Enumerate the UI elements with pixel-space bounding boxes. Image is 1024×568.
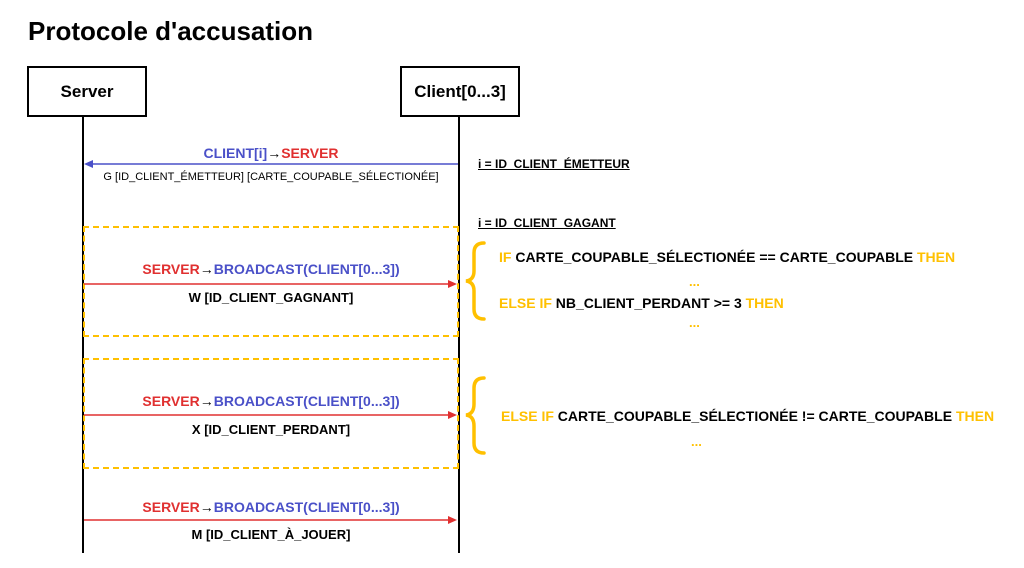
arrow-glyph: → xyxy=(199,393,214,409)
actor-server-box: Server xyxy=(27,66,147,117)
note-emitter: i = ID_CLIENT_ÉMETTEUR xyxy=(478,157,630,171)
message-sender: SERVER xyxy=(142,499,200,515)
message-payload-4: M [ID_CLIENT_À_JOUER] xyxy=(191,527,351,542)
message-label-4: SERVER→BROADCAST(CLIENT[0...3]) xyxy=(83,499,459,515)
message-receiver: BROADCAST(CLIENT[0...3]) xyxy=(213,499,400,515)
condition-2: ELSE IF NB_CLIENT_PERDANT >= 3 THEN xyxy=(499,295,784,311)
diagram-title: Protocole d'accusation xyxy=(28,16,314,46)
fragment-winner-check xyxy=(83,226,459,337)
message-sender: SERVER xyxy=(142,261,200,277)
brace-2 xyxy=(465,376,486,455)
condition-3: ELSE IF CARTE_COUPABLE_SÉLECTIONÉE != CA… xyxy=(501,408,994,424)
message-payload-3: X [ID_CLIENT_PERDANT] xyxy=(191,422,351,437)
message-label-3: SERVER→BROADCAST(CLIENT[0...3]) xyxy=(83,393,459,409)
ellipsis-2: ... xyxy=(689,315,700,330)
message-arrowhead-4 xyxy=(448,516,457,524)
actor-server-label: Server xyxy=(60,81,114,101)
message-label-1: CLIENT[i]→SERVER xyxy=(83,145,459,161)
arrow-glyph: → xyxy=(199,499,214,515)
message-receiver: BROADCAST(CLIENT[0...3]) xyxy=(213,261,400,277)
message-payload-2: W [ID_CLIENT_GAGNANT] xyxy=(188,290,354,305)
message-arrowhead-3 xyxy=(448,411,457,419)
message-payload-1: G [ID_CLIENT_ÉMETTEUR] [CARTE_COUPABLE_S… xyxy=(103,171,439,183)
fragment-loser-check xyxy=(83,358,459,469)
message-label-2: SERVER→BROADCAST(CLIENT[0...3]) xyxy=(83,261,459,277)
condition-text: CARTE_COUPABLE_SÉLECTIONÉE == CARTE_COUP… xyxy=(515,249,914,265)
brace-1 xyxy=(465,241,486,321)
condition-keyword: THEN xyxy=(745,295,784,311)
message-sender: SERVER xyxy=(142,393,200,409)
message-arrowhead-1 xyxy=(84,160,93,168)
ellipsis-1: ... xyxy=(689,274,700,289)
actor-client-box: Client[0...3] xyxy=(400,66,520,117)
message-sender: CLIENT[i] xyxy=(203,145,268,161)
note-winner: i = ID_CLIENT_GAGANT xyxy=(478,216,616,230)
message-receiver: SERVER xyxy=(281,145,339,161)
condition-keyword: ELSE IF xyxy=(501,408,554,424)
condition-text: NB_CLIENT_PERDANT >= 3 xyxy=(555,295,742,311)
condition-keyword: THEN xyxy=(955,408,995,424)
condition-text: CARTE_COUPABLE_SÉLECTIONÉE != CARTE_COUP… xyxy=(557,408,953,424)
ellipsis-3: ... xyxy=(691,434,702,449)
arrow-glyph: → xyxy=(199,261,214,277)
actor-client-label: Client[0...3] xyxy=(414,81,506,101)
message-arrowhead-2 xyxy=(448,280,457,288)
condition-keyword: THEN xyxy=(917,249,956,265)
condition-keyword: ELSE IF xyxy=(499,295,552,311)
lifeline-client xyxy=(458,117,460,553)
message-receiver: BROADCAST(CLIENT[0...3]) xyxy=(213,393,400,409)
arrow-glyph: → xyxy=(267,145,282,161)
condition-1: IF CARTE_COUPABLE_SÉLECTIONÉE == CARTE_C… xyxy=(499,249,955,265)
condition-keyword: IF xyxy=(499,249,512,265)
